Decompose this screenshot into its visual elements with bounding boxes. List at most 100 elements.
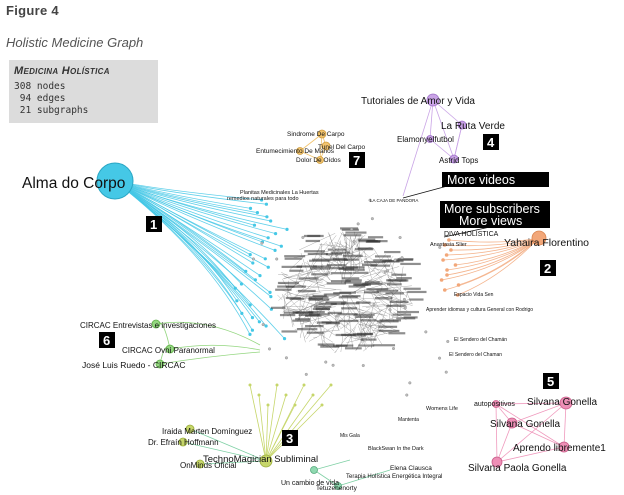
node-cluster-1: [251, 261, 255, 265]
node-core-label: [332, 257, 347, 261]
node-core-label: [388, 332, 406, 335]
label-mantenta: Mantenta: [398, 417, 419, 423]
callout-more-views: More views: [459, 214, 522, 228]
node-core: [324, 360, 328, 364]
node-core-label: [336, 344, 354, 347]
edge-cluster-2: [441, 237, 540, 281]
node-core-label: [308, 310, 325, 314]
badge-6: 6: [103, 333, 110, 348]
edge-core: [294, 292, 322, 297]
node-core-label: [341, 277, 360, 280]
badge-5: 5: [547, 374, 554, 389]
edge-cluster-5: [563, 402, 567, 448]
label-tetuzehenorty: Tetuzehenorty: [316, 485, 358, 492]
node-core-label: [277, 285, 295, 288]
label-iraida: Iraida Marten Domínguez: [162, 427, 252, 436]
node-core-label: [361, 282, 383, 285]
edge-cluster-5: [511, 402, 567, 424]
edge-core: [302, 293, 315, 298]
badge-3: 3: [286, 431, 293, 446]
node-core-label: [364, 260, 386, 264]
node-core-label: [366, 288, 389, 291]
node-core-label: [386, 304, 406, 307]
label-dolor-oidos: Dolor De Oídos: [296, 157, 342, 164]
node-core-label: [367, 236, 384, 239]
edge-cluster-1: [114, 180, 238, 302]
node-core-label: [348, 285, 366, 288]
node-core: [356, 222, 360, 226]
node-cluster-3: [266, 403, 270, 407]
node-sindrome-carpo: [317, 129, 327, 139]
node-technomagician: [259, 454, 273, 468]
edge-core: [314, 321, 336, 336]
edge-cluster-3: [337, 469, 391, 487]
node-core-label: [345, 231, 367, 234]
node-core-label: [385, 292, 404, 295]
edge-core: [311, 279, 323, 282]
edge-core: [362, 266, 400, 278]
node-core-label: [297, 328, 318, 331]
stats-name: Medicina Holística: [14, 65, 110, 77]
edge-cluster-5: [496, 402, 567, 463]
edge-core: [351, 305, 364, 312]
label-aprender-idiomas: Aprender idiomas y cultura General con R…: [426, 307, 533, 313]
node-core-label: [307, 252, 328, 256]
label-onminds: OnMinds Oficial: [180, 461, 237, 470]
label-dr-efrain: Dr. Efraín Hoffmann: [148, 438, 219, 447]
node-cluster-1: [257, 320, 261, 324]
node-core: [400, 256, 404, 260]
edge-cluster-6: [155, 321, 261, 346]
node-core-label: [313, 305, 332, 308]
edge-core: [347, 336, 367, 342]
node-core-label: [308, 296, 329, 299]
node-core: [438, 245, 442, 249]
node-cluster-3: [311, 393, 315, 397]
node-core-label: [378, 329, 400, 333]
node-cluster-1: [264, 202, 269, 206]
edge-core: [308, 286, 310, 289]
node-core: [350, 227, 354, 231]
node-core-label: [407, 290, 427, 294]
node-core-label: [376, 320, 399, 323]
node-tunel-carpo: [321, 141, 331, 151]
node-core-label: [331, 280, 351, 283]
node-core-label: [285, 296, 301, 300]
node-core-label: [295, 318, 311, 321]
node-cluster-2: [441, 258, 445, 262]
node-core-label: [304, 250, 325, 253]
node-dr-efrain: [178, 437, 188, 447]
edge-core: [359, 324, 369, 328]
node-cluster-2: [455, 293, 460, 297]
node-core-label: [320, 345, 340, 348]
node-core-label: [313, 265, 331, 268]
edge-core: [308, 330, 330, 342]
node-core: [388, 308, 392, 312]
node-core-label: [275, 288, 292, 291]
node-core-label: [354, 248, 374, 251]
node-circac-ovni: [165, 344, 175, 354]
edge-core: [353, 238, 355, 240]
label-anastasia-slier: Anastasia Slier: [430, 242, 467, 248]
node-core-label: [374, 255, 391, 258]
node-core: [284, 356, 288, 360]
node-aprendo: [558, 441, 570, 453]
node-cluster-3: [284, 393, 288, 397]
node-core: [424, 330, 428, 334]
edge-core: [283, 276, 323, 284]
node-cluster-2: [439, 278, 444, 282]
edge-cluster-2: [443, 237, 540, 261]
stats-subgraphs: 21 subgraphs: [14, 105, 89, 116]
node-core-label: [281, 330, 298, 333]
edge-cluster-4: [402, 99, 434, 197]
edge-core: [281, 271, 289, 277]
node-core-label: [344, 258, 360, 261]
badge-5-box: [543, 373, 559, 389]
node-core: [398, 236, 402, 240]
node-core-label: [376, 289, 399, 292]
node-core: [368, 198, 372, 202]
edge-cluster-1: [114, 180, 269, 268]
label-technomagician: TechnoMagician Subliminal: [203, 454, 318, 465]
node-cluster-2: [445, 268, 449, 272]
callout-more-subscribers: More subscribers: [444, 202, 540, 216]
edge-cluster-2: [444, 237, 540, 247]
